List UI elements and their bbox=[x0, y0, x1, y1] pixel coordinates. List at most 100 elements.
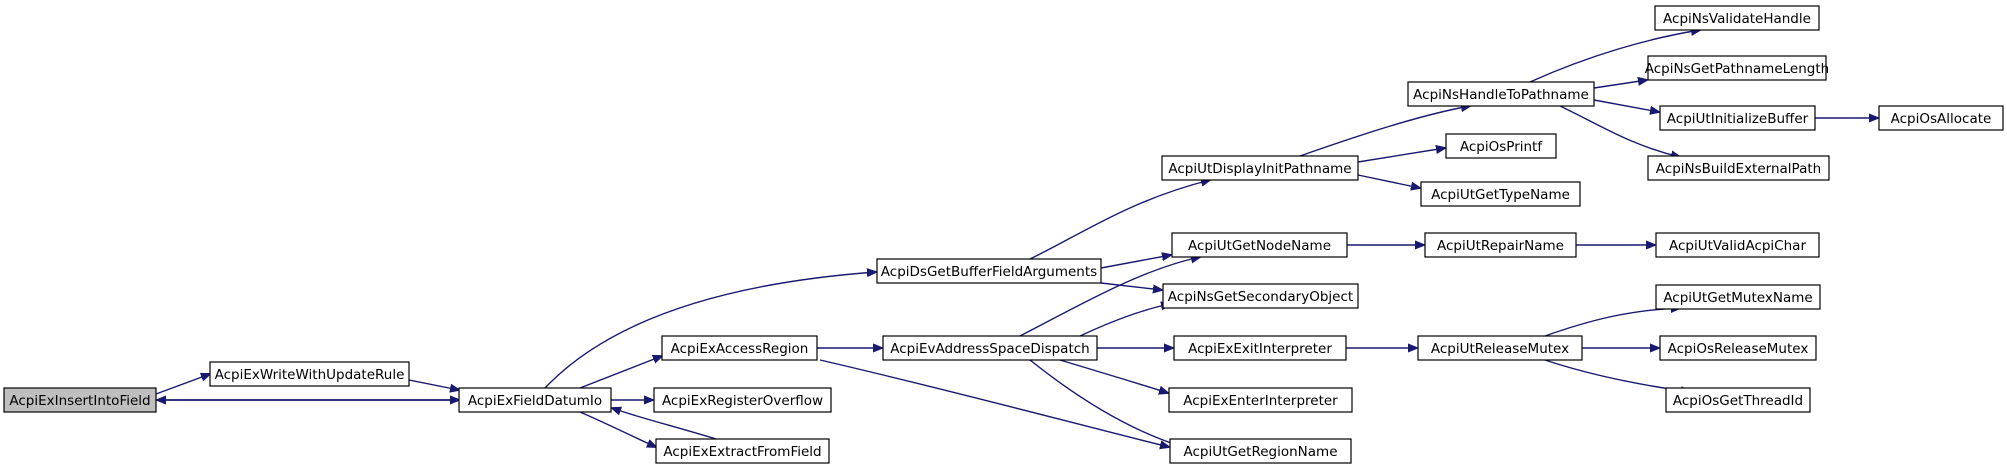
node-label: AcpiExAccessRegion bbox=[671, 341, 809, 357]
node-box bbox=[1665, 387, 1811, 413]
node-label: AcpiDsGetBufferFieldArguments bbox=[881, 264, 1097, 280]
node-label: AcpiNsGetSecondaryObject bbox=[1168, 289, 1353, 305]
edge-bufargs-to-getnodename bbox=[1100, 255, 1171, 269]
node-label: AcpiNsValidateHandle bbox=[1663, 11, 1811, 27]
node-box bbox=[1659, 335, 1817, 361]
node-label: AcpiNsBuildExternalPath bbox=[1656, 161, 1821, 177]
edge-releasemutex-to-mutexname bbox=[1544, 308, 1680, 337]
node-box bbox=[1647, 55, 1827, 81]
node-accessregion[interactable]: AcpiExAccessRegion bbox=[661, 335, 818, 361]
edge-evdispatch-to-regionname bbox=[1029, 359, 1180, 446]
node-label: AcpiExExitInterpreter bbox=[1188, 341, 1332, 357]
node-box bbox=[1647, 155, 1830, 181]
node-osallocate[interactable]: AcpiOsAllocate bbox=[1878, 105, 2004, 131]
edge-bufargs-to-secondary bbox=[1100, 282, 1162, 290]
node-label: AcpiOsAllocate bbox=[1891, 111, 1992, 127]
node-validatehandle[interactable]: AcpiNsValidateHandle bbox=[1654, 5, 1820, 31]
node-label: AcpiUtReleaseMutex bbox=[1431, 341, 1569, 357]
node-regionname[interactable]: AcpiUtGetRegionName bbox=[1169, 438, 1352, 464]
node-label: AcpiExFieldDatumIo bbox=[468, 393, 602, 409]
node-box bbox=[1445, 133, 1557, 159]
node-box bbox=[1659, 105, 1816, 131]
node-label: AcpiExExtractFromField bbox=[663, 444, 821, 460]
edge-evdispatch-to-secondary bbox=[1079, 304, 1170, 337]
edge-evdispatch-to-enterinterp bbox=[1059, 359, 1168, 393]
node-regoverflow[interactable]: AcpiExRegisterOverflow bbox=[653, 387, 832, 413]
edge-dispinit-to-handletopath bbox=[1299, 106, 1470, 157]
node-handletopath[interactable]: AcpiNsHandleToPathname bbox=[1407, 81, 1595, 107]
node-writerule[interactable]: AcpiExWriteWithUpdateRule bbox=[209, 361, 410, 387]
node-label: AcpiOsReleaseMutex bbox=[1668, 341, 1809, 357]
node-osprintf[interactable]: AcpiOsPrintf bbox=[1445, 133, 1557, 159]
node-getnodename[interactable]: AcpiUtGetNodeName bbox=[1171, 232, 1348, 258]
node-label: AcpiNsGetPathnameLength bbox=[1645, 61, 1829, 77]
node-box bbox=[1169, 438, 1352, 464]
node-box bbox=[1420, 181, 1581, 207]
edge-extract-to-fielddatum bbox=[612, 408, 717, 440]
node-evdispatch[interactable]: AcpiEvAddressSpaceDispatch bbox=[882, 335, 1098, 361]
node-typename[interactable]: AcpiUtGetTypeName bbox=[1420, 181, 1581, 207]
node-box bbox=[1161, 155, 1359, 181]
node-label: AcpiExRegisterOverflow bbox=[662, 393, 823, 409]
node-label: AcpiExInsertIntoField bbox=[9, 393, 150, 409]
node-validchar[interactable]: AcpiUtValidAcpiChar bbox=[1655, 232, 1820, 258]
node-box bbox=[882, 335, 1098, 361]
node-threadid[interactable]: AcpiOsGetThreadId bbox=[1665, 387, 1811, 413]
node-box bbox=[1173, 335, 1347, 361]
node-label: AcpiExWriteWithUpdateRule bbox=[215, 367, 405, 383]
node-box bbox=[1417, 335, 1583, 361]
node-label: AcpiOsPrintf bbox=[1460, 139, 1543, 155]
node-label: AcpiUtGetTypeName bbox=[1431, 187, 1570, 203]
edge-bufargs-to-dispinit bbox=[1029, 180, 1210, 260]
node-box bbox=[1168, 387, 1353, 413]
node-buildpath[interactable]: AcpiNsBuildExternalPath bbox=[1647, 155, 1830, 181]
edge-handletopath-to-buildpath bbox=[1559, 105, 1680, 157]
node-label: AcpiUtGetMutexName bbox=[1663, 290, 1812, 306]
node-bufargs[interactable]: AcpiDsGetBufferFieldArguments bbox=[876, 258, 1102, 284]
node-dispinit[interactable]: AcpiUtDisplayInitPathname bbox=[1161, 155, 1359, 181]
node-secondary[interactable]: AcpiNsGetSecondaryObject bbox=[1162, 283, 1359, 309]
node-box bbox=[458, 387, 612, 413]
node-initbuffer[interactable]: AcpiUtInitializeBuffer bbox=[1659, 105, 1816, 131]
node-label: AcpiUtGetNodeName bbox=[1188, 238, 1331, 254]
node-label: AcpiUtInitializeBuffer bbox=[1667, 111, 1809, 127]
edge-releasemutex-to-threadid bbox=[1544, 359, 1690, 392]
node-box bbox=[209, 361, 410, 387]
node-box bbox=[653, 387, 832, 413]
node-box bbox=[3, 387, 157, 413]
node-fielddatum[interactable]: AcpiExFieldDatumIo bbox=[458, 387, 612, 413]
node-box bbox=[1171, 232, 1348, 258]
node-enterinterp[interactable]: AcpiExEnterInterpreter bbox=[1168, 387, 1353, 413]
node-box bbox=[1655, 284, 1821, 310]
node-insert[interactable]: AcpiExInsertIntoField bbox=[3, 387, 157, 413]
edge-fielddatum-to-bufargs bbox=[544, 272, 876, 389]
node-label: AcpiUtDisplayInitPathname bbox=[1168, 161, 1351, 177]
node-label: AcpiNsHandleToPathname bbox=[1413, 87, 1589, 103]
node-label: AcpiUtGetRegionName bbox=[1183, 444, 1337, 460]
node-box bbox=[661, 335, 818, 361]
edge-handletopath-to-pathlength bbox=[1593, 80, 1647, 89]
node-box bbox=[1654, 5, 1820, 31]
node-box bbox=[1878, 105, 2004, 131]
node-pathlength[interactable]: AcpiNsGetPathnameLength bbox=[1645, 55, 1829, 81]
node-extract[interactable]: AcpiExExtractFromField bbox=[655, 438, 830, 464]
node-repairname[interactable]: AcpiUtRepairName bbox=[1424, 232, 1577, 258]
node-box bbox=[1655, 232, 1820, 258]
node-releasemutex[interactable]: AcpiUtReleaseMutex bbox=[1417, 335, 1583, 361]
node-box bbox=[1162, 283, 1359, 309]
edge-evdispatch-to-getnodename bbox=[1019, 257, 1200, 337]
node-exitinterp[interactable]: AcpiExExitInterpreter bbox=[1173, 335, 1347, 361]
edge-insert-to-writerule bbox=[155, 374, 210, 395]
edge-accessregion-to-regionname bbox=[819, 359, 1169, 447]
node-label: AcpiOsGetThreadId bbox=[1673, 393, 1803, 409]
node-osrelease[interactable]: AcpiOsReleaseMutex bbox=[1659, 335, 1817, 361]
node-box bbox=[655, 438, 830, 464]
edge-fielddatum-to-extract bbox=[579, 411, 656, 447]
node-mutexname[interactable]: AcpiUtGetMutexName bbox=[1655, 284, 1821, 310]
edge-handletopath-to-initbuffer bbox=[1593, 99, 1659, 112]
node-label: AcpiUtValidAcpiChar bbox=[1669, 238, 1806, 254]
node-label: AcpiUtRepairName bbox=[1437, 238, 1564, 254]
edge-dispinit-to-osprintf bbox=[1357, 148, 1445, 163]
edge-writerule-to-fielddatum bbox=[408, 379, 459, 390]
node-label: AcpiEvAddressSpaceDispatch bbox=[890, 341, 1089, 357]
